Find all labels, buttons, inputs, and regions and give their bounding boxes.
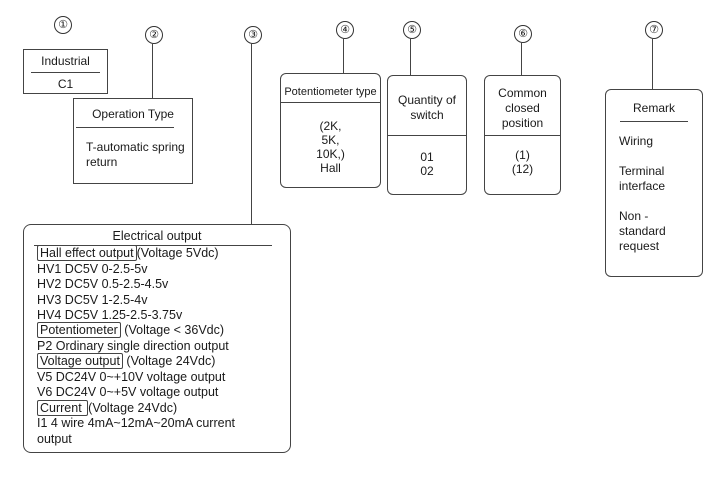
group-note-hall: (Voltage 5Vdc) [136, 246, 219, 260]
group-label-potentiometer: Potentiometer [37, 322, 121, 338]
electrical-row: HV2 DC5V 0.5-2.5-4.5v [37, 277, 169, 291]
electrical-row: HV4 DC5V 1.25-2.5-3.75v [37, 308, 183, 322]
group-label-voltage: Voltage output [37, 353, 123, 369]
marker-3: ③ [244, 26, 262, 44]
remark-item: Wiring [619, 134, 654, 148]
remark-item: Non - standard request [619, 209, 666, 253]
switch-quantity-value: 01 02 [420, 150, 434, 178]
marker-4: ④ [336, 21, 354, 39]
operation-type-box: Operation Type T-automatic spring return [73, 98, 193, 184]
electrical-group-potentiometer: Potentiometer (Voltage < 36Vdc) [37, 322, 225, 338]
marker-7: ⑦ [645, 21, 663, 39]
group-label-hall: Hall effect output [37, 245, 137, 261]
connector-6 [521, 43, 522, 75]
connector-4 [343, 39, 344, 73]
electrical-group-voltage: Voltage output (Voltage 24Vdc) [37, 353, 216, 369]
connector-2 [152, 44, 153, 98]
electrical-output-box: Electrical output Hall effect output(Vol… [23, 224, 291, 453]
marker-2: ② [145, 26, 163, 44]
industrial-value: C1 [57, 77, 74, 91]
electrical-row: HV1 DC5V 0-2.5-5v [37, 262, 148, 276]
switch-quantity-title: Quantity of switch [397, 93, 457, 122]
group-note-current: (Voltage 24Vdc) [88, 401, 178, 415]
electrical-row: V5 DC24V 0~+10V voltage output [37, 370, 226, 384]
electrical-output-title: Electrical output [112, 229, 202, 243]
electrical-row: HV3 DC5V 1-2.5-4v [37, 293, 148, 307]
electrical-group-hall: Hall effect output(Voltage 5Vdc) [37, 245, 219, 261]
electrical-row: V6 DC24V 0~+5V voltage output [37, 385, 219, 399]
industrial-box: Industrial C1 [23, 49, 108, 94]
switch-quantity-box: Quantity of switch 01 02 [387, 75, 467, 195]
marker-1: ① [54, 16, 72, 34]
remark-item: Terminal interface [619, 164, 666, 193]
remark-title: Remark [632, 101, 675, 115]
operation-type-value: T-automatic spring return [86, 140, 185, 169]
connector-7 [652, 39, 653, 89]
electrical-group-current: Current (Voltage 24Vdc) [37, 400, 178, 416]
potentiometer-type-value: (2K, 5K, 10K,) Hall [316, 119, 345, 175]
marker-5: ⑤ [403, 21, 421, 39]
potentiometer-type-title: Potentiometer type [284, 86, 377, 98]
closed-position-box: Common closed position (1) (12) [484, 75, 561, 195]
potentiometer-type-box: Potentiometer type (2K, 5K, 10K,) Hall [280, 73, 381, 188]
electrical-row: I1 4 wire 4mA~12mA~20mA current [37, 416, 236, 430]
group-note-voltage: (Voltage 24Vdc) [122, 354, 216, 368]
group-label-current: Current [37, 400, 89, 416]
industrial-title: Industrial [41, 54, 90, 68]
marker-6: ⑥ [514, 25, 532, 43]
connector-5 [410, 39, 411, 75]
connector-3 [251, 44, 252, 224]
closed-position-title: Common closed position [498, 86, 547, 130]
group-note-potentiometer: (Voltage < 36Vdc) [120, 323, 225, 337]
electrical-row: output [37, 432, 72, 446]
electrical-row: P2 Ordinary single direction output [37, 339, 229, 353]
remark-box: Remark Wiring Terminal interface Non - s… [605, 89, 703, 277]
closed-position-value: (1) (12) [511, 148, 534, 176]
operation-type-title: Operation Type [92, 107, 174, 121]
